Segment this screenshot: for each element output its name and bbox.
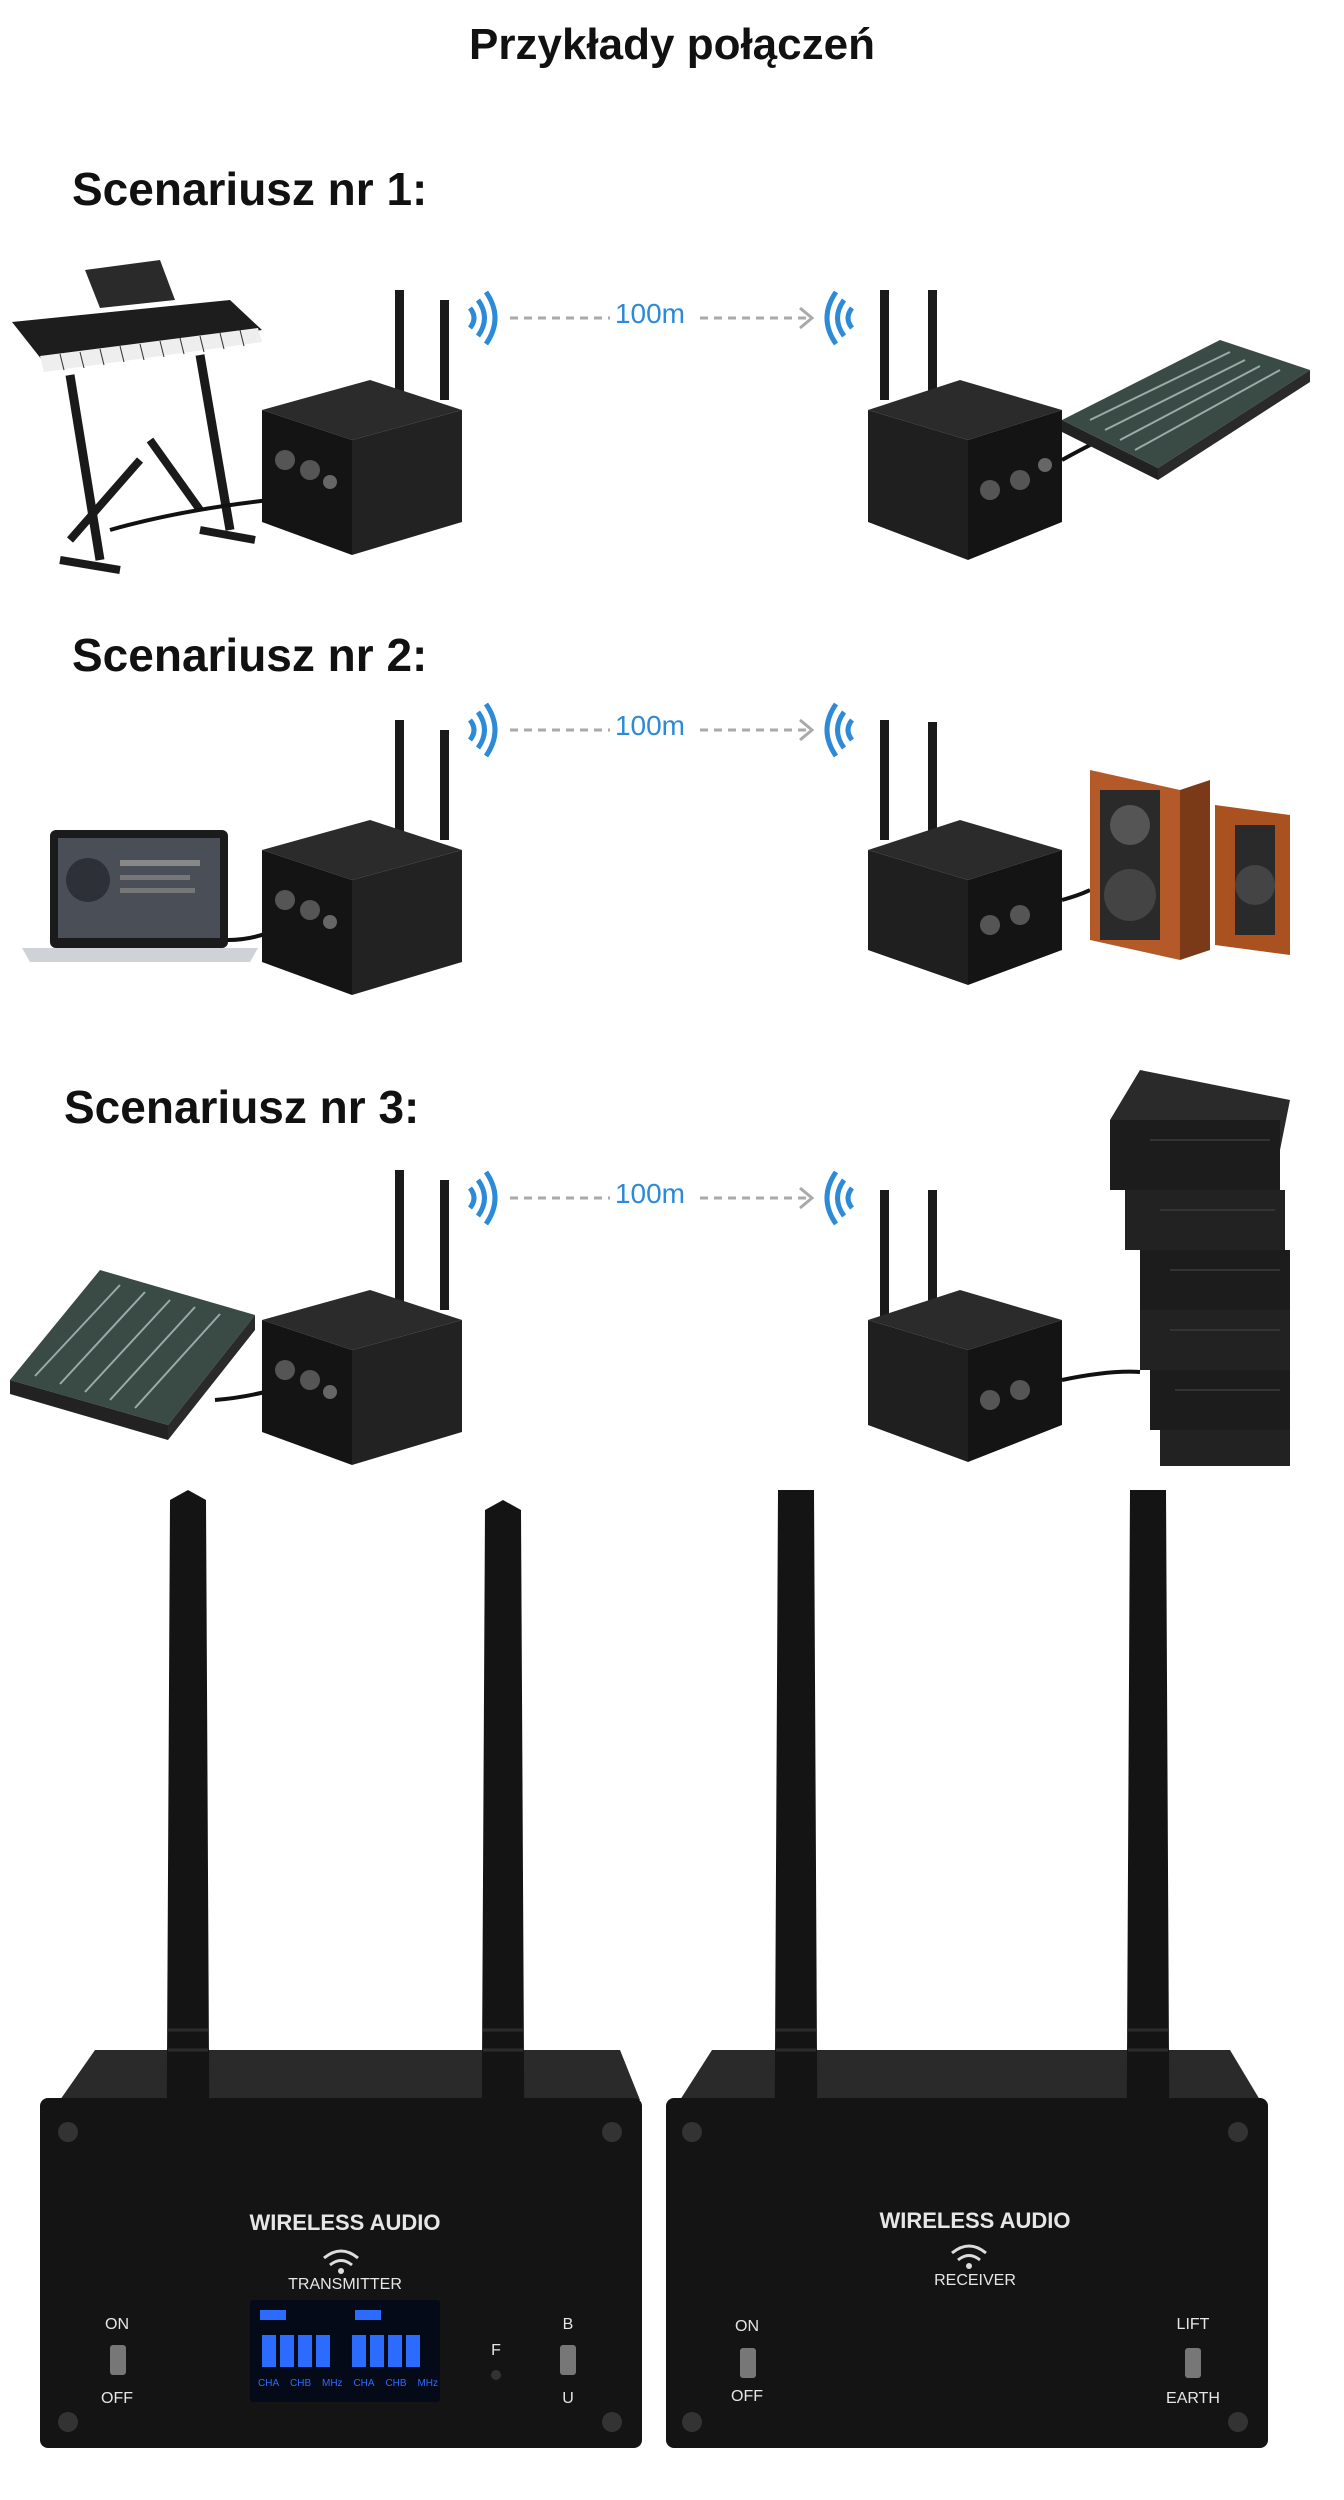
lcd-label: MHz [322, 2378, 343, 2389]
button-f-label: F [491, 2342, 501, 2359]
scenario-3-title: Scenariusz nr 3: [64, 1081, 420, 1133]
lcd-label: CHB [290, 2378, 312, 2389]
switch-on-label: ON [105, 2316, 129, 2333]
lcd-label: MHz [417, 2378, 438, 2389]
lcd-label: CHA [258, 2378, 280, 2389]
mixer-icon [1062, 340, 1310, 480]
lcd-labels: CHA CHB MHz CHA CHB MHz [258, 2378, 438, 2389]
receiver-device-icon [868, 1190, 1062, 1462]
switch-on-label: ON [735, 2318, 759, 2335]
line-array-speaker-icon [1110, 1070, 1290, 1466]
receiver-model: RECEIVER [934, 2272, 1016, 2289]
transmitter-device-icon [262, 720, 462, 995]
receiver-device-icon [868, 290, 1062, 560]
scenario-3: 100m [0, 1070, 1344, 1480]
receiver-unit [666, 1490, 1268, 2448]
bookshelf-speakers-icon [1090, 770, 1290, 960]
switch-u-label: U [562, 2390, 574, 2407]
keyboard-icon [12, 260, 262, 574]
switch-earth-label: EARTH [1166, 2390, 1220, 2407]
scenario-2-diagram [22, 702, 1290, 995]
receiver-brand: WIRELESS AUDIO [879, 2208, 1071, 2233]
distance-label: 100m [614, 298, 686, 329]
transmitter-brand: WIRELESS AUDIO [249, 2210, 441, 2235]
transmitter-unit [40, 1490, 642, 2448]
wifi-signal-icon [467, 1170, 498, 1226]
mixer-icon [10, 1270, 255, 1440]
scenario-1: 100m [0, 260, 1344, 590]
lcd-label: CHB [385, 2378, 407, 2389]
lcd-display [260, 2310, 420, 2367]
wifi-signal-icon [824, 702, 855, 758]
wifi-signal-icon [467, 702, 498, 758]
distance-label: 100m [614, 1178, 686, 1209]
scenario-2: 100m [0, 700, 1344, 1000]
transmitter-device-icon [262, 1170, 462, 1465]
switch-lift-label: LIFT [1176, 2316, 1210, 2333]
product-devices [40, 1490, 1268, 2448]
wifi-icon [323, 2249, 359, 2267]
product-photo: WIRELESS AUDIO TRANSMITTER ON OFF F B U … [0, 1490, 1344, 2490]
wifi-signal-icon [824, 1170, 855, 1226]
laptop-icon [22, 830, 258, 962]
distance-label: 100m [614, 710, 686, 741]
transmitter-device-icon [262, 290, 462, 555]
wifi-signal-icon [824, 290, 855, 346]
lcd-label: CHA [353, 2378, 375, 2389]
scenario-2-title: Scenariusz nr 2: [72, 629, 428, 681]
switch-off-label: OFF [101, 2390, 133, 2407]
receiver-device-icon [868, 720, 1062, 985]
scenario-1-title: Scenariusz nr 1: [72, 163, 428, 215]
wifi-signal-icon [467, 290, 498, 346]
transmitter-model: TRANSMITTER [288, 2276, 402, 2293]
scenario-3-diagram [10, 1070, 1290, 1466]
switch-off-label: OFF [731, 2388, 763, 2405]
scenario-1-diagram [12, 260, 1310, 574]
switch-b-label: B [562, 2316, 574, 2333]
page-title: Przykłady połączeń [469, 20, 875, 69]
wifi-icon [951, 2244, 987, 2262]
